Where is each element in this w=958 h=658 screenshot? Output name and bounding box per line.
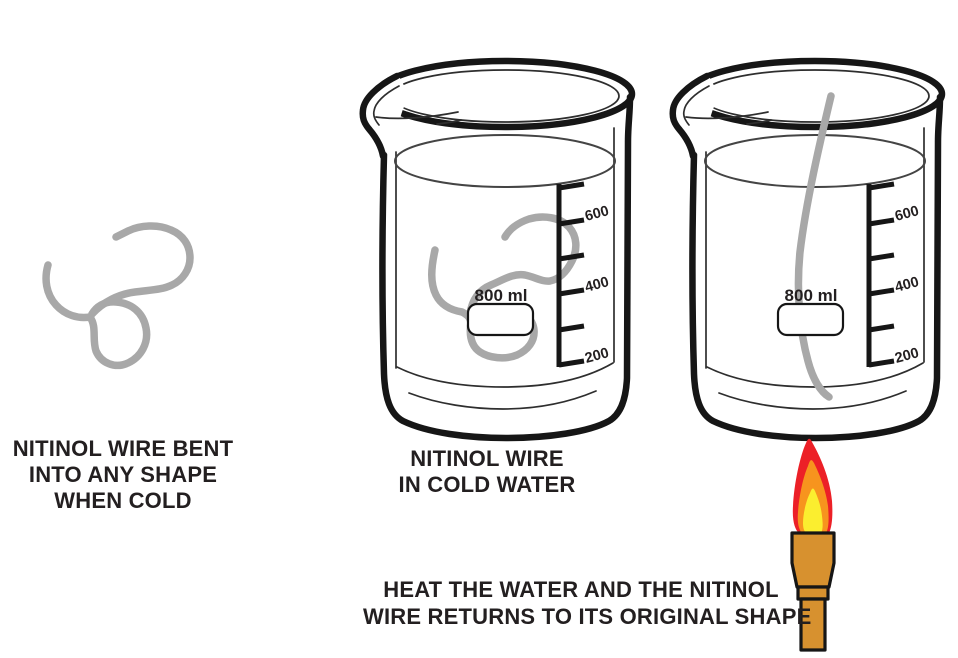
volume-label-box bbox=[776, 302, 845, 337]
caption-hot-beaker-line1: HEAT THE WATER AND THE NITINOL bbox=[383, 577, 779, 602]
volume-label-hot: 800 ml bbox=[784, 286, 838, 305]
caption-cold-beaker-line2: IN COLD WATER bbox=[398, 472, 576, 497]
volume-label-cold: 800 ml bbox=[474, 286, 528, 305]
beaker-cold-glass bbox=[362, 61, 632, 438]
beaker-cold bbox=[362, 61, 632, 438]
wire-in-cold-water-curl bbox=[466, 213, 580, 318]
caption-cold-wire-line2: INTO ANY SHAPE bbox=[28, 462, 218, 487]
caption-hot-beaker-line2: WIRE RETURNS TO ITS ORIGINAL SHAPE bbox=[363, 604, 812, 629]
burner-stem bbox=[799, 597, 827, 652]
wire-straightened bbox=[794, 92, 835, 401]
caption-cold-beaker-line1: NITINOL WIRE bbox=[410, 446, 564, 471]
bent-wire-curl-segment bbox=[88, 222, 194, 318]
caption-cold-wire-line3: WHEN COLD bbox=[54, 488, 192, 513]
burner-collar bbox=[796, 585, 830, 601]
caption-cold-beaker: NITINOL WIRE IN COLD WATER bbox=[375, 446, 599, 498]
flame-icon bbox=[792, 438, 833, 533]
caption-cold-wire-line1: NITINOL WIRE BENT bbox=[12, 436, 234, 461]
caption-cold-wire: NITINOL WIRE BENT INTO ANY SHAPE WHEN CO… bbox=[3, 436, 243, 514]
beaker-hot-glass bbox=[672, 61, 942, 438]
flame-inner bbox=[803, 488, 823, 533]
beaker-hot bbox=[672, 61, 942, 438]
volume-label-box bbox=[466, 302, 535, 337]
caption-hot-beaker: HEAT THE WATER AND THE NITINOL WIRE RETU… bbox=[363, 576, 812, 630]
bent-wire-loop-segment bbox=[42, 261, 151, 370]
bent-wire-cold bbox=[42, 222, 194, 370]
bunsen-burner bbox=[790, 531, 836, 652]
